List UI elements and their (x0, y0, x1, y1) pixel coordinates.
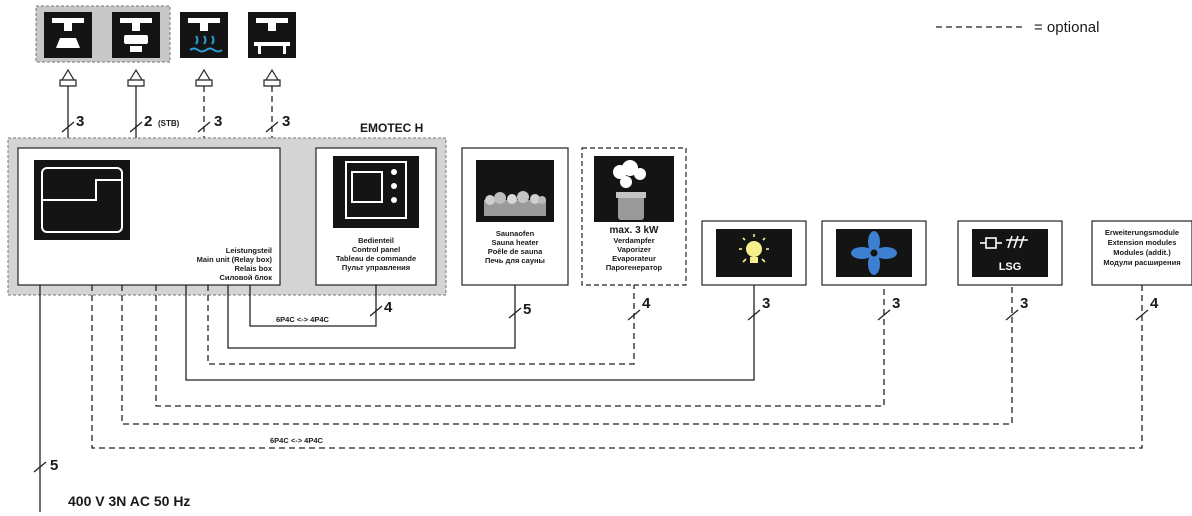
wire-count-lsg: 3 (1020, 295, 1028, 312)
control-panel-label-2: Control panel (352, 245, 400, 254)
overheat-limiter-icon (112, 12, 160, 58)
humidity-sensor-icon (180, 12, 228, 58)
wire-count-supply: 5 (50, 457, 58, 474)
wire-evaporator (207, 285, 635, 365)
main-unit-label-3: Relais box (234, 264, 272, 273)
evaporator-label-2: Verdampfer (613, 236, 654, 245)
control-panel-label-3: Tableau de commande (336, 254, 416, 263)
main-unit-label-1: Leistungsteil (226, 246, 272, 255)
sauna-heater-label-3: Poêle de sauna (488, 247, 543, 256)
extension-label-4: Модули расширения (1103, 258, 1180, 267)
sensor-count-2: 2 (144, 113, 152, 130)
wire-count-panel: 4 (384, 299, 393, 316)
light-icon (716, 229, 792, 277)
main-unit-label-4: Силовой блок (219, 273, 272, 282)
system-title: EMOTEC H (360, 121, 423, 135)
evaporator-label-3: Vaporizer (617, 245, 651, 254)
evaporator-max-power: max. 3 kW (610, 225, 659, 236)
wire-extension (91, 285, 1143, 449)
extension-label-2: Extension modules (1108, 238, 1177, 247)
sauna-heater-label-2: Sauna heater (491, 238, 538, 247)
legend-text: = optional (1034, 19, 1099, 36)
sauna-heater-icon (476, 160, 554, 222)
wire-control-panel (249, 285, 377, 327)
extension-label-3: Modules (addit.) (1113, 248, 1171, 257)
wire-fan (155, 285, 885, 407)
wire-count-light: 3 (762, 295, 770, 312)
temperature-sensor-icon (44, 12, 92, 58)
control-panel-label-4: Пульт управления (342, 263, 410, 272)
wire-count-extension: 4 (1150, 295, 1159, 312)
wire-count-heater: 5 (523, 301, 531, 318)
sensor-icons (35, 5, 296, 63)
fan-icon (836, 229, 912, 277)
lsg-label: LSG (999, 261, 1022, 273)
main-unit-label-2: Main unit (Relay box) (197, 255, 273, 264)
wire-light (185, 285, 755, 381)
bench-sensor-icon (248, 12, 296, 58)
connector-note-panel: 6P4C <-> 4P4C (276, 315, 330, 324)
wire-lsg (121, 285, 1013, 425)
evaporator-label-4: Evaporateur (612, 254, 656, 263)
sensor-stb-note: (STB) (158, 119, 180, 128)
evaporator-label-5: Парогенератор (606, 263, 663, 272)
lsg-icon: LSG (972, 229, 1048, 277)
sensor-count-4: 3 (282, 113, 290, 130)
sensor-count-3: 3 (214, 113, 222, 130)
wire-sauna-heater (227, 285, 516, 349)
connector-note-extension: 6P4C <-> 4P4C (270, 436, 324, 445)
sauna-heater-label-4: Печь для сауны (485, 256, 545, 265)
extension-label-1: Erweiterungsmodule (1105, 228, 1179, 237)
wire-count-evaporator: 4 (642, 295, 651, 312)
sensor-count-1: 3 (76, 113, 84, 130)
connector-plugs (59, 68, 281, 87)
control-panel-icon (333, 156, 419, 228)
relay-box-icon (34, 160, 130, 240)
control-panel-label-1: Bedienteil (358, 236, 394, 245)
supply-label: 400 V 3N AC 50 Hz (68, 493, 190, 509)
wire-count-fan: 3 (892, 295, 900, 312)
sauna-heater-label-1: Saunaofen (496, 229, 535, 238)
evaporator-icon (594, 156, 674, 222)
